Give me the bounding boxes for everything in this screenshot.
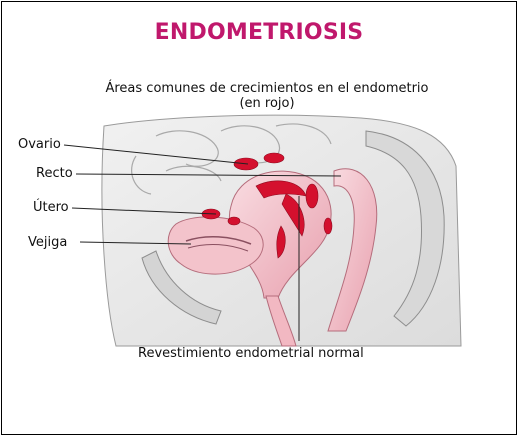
bladder [168, 217, 263, 274]
anatomy-figure: Áreas comunes de crecimientos en el endo… [16, 76, 502, 368]
page-title: ENDOMETRIOSIS [2, 20, 516, 45]
label-recto: Recto [36, 166, 73, 181]
label-utero: Útero [33, 200, 69, 215]
pelvis-illustration [16, 76, 502, 368]
figure-caption-line2: (en rojo) [24, 96, 510, 111]
bottom-caption: Revestimiento endometrial normal [138, 346, 364, 361]
label-vejiga: Vejiga [28, 235, 67, 250]
figure-caption-line1: Áreas comunes de crecimientos en el endo… [24, 81, 510, 96]
label-ovario: Ovario [18, 137, 61, 152]
